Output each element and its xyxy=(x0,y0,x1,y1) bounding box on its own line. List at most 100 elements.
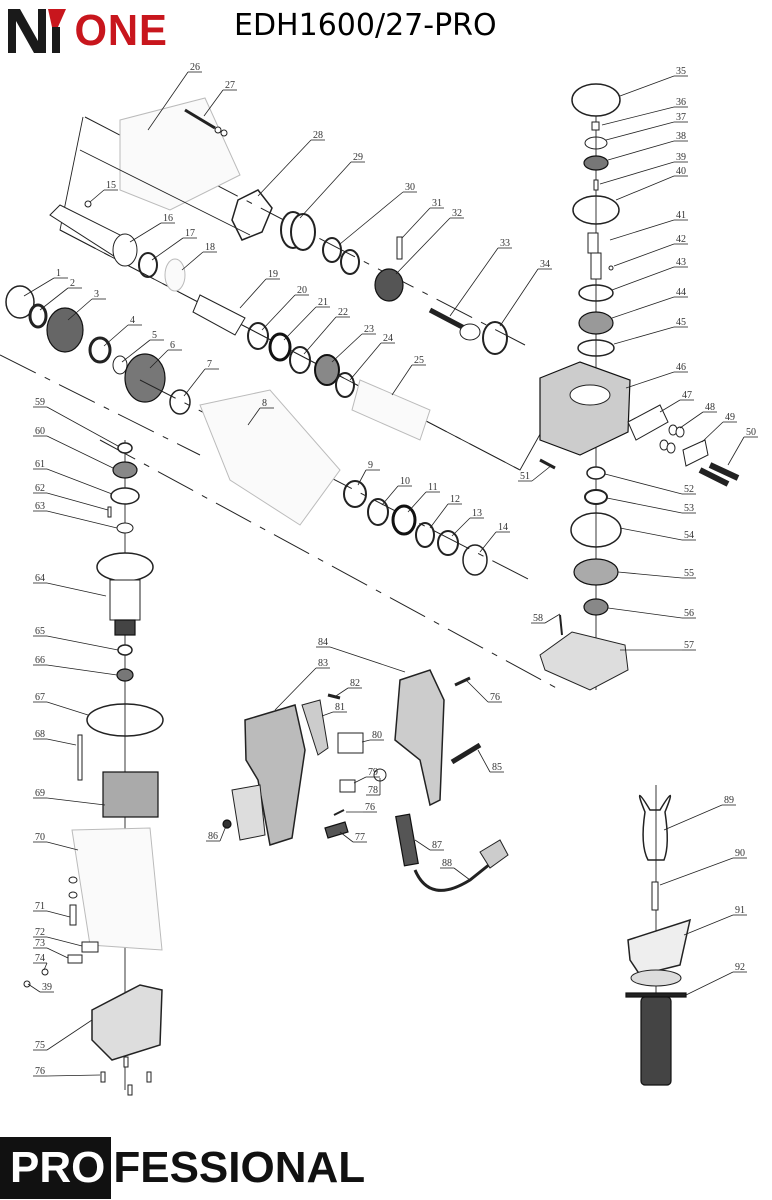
part-label-p57: 57 xyxy=(684,640,694,651)
part-30-o-ring-a xyxy=(322,237,342,263)
part-33-connecting-rod xyxy=(428,307,481,341)
part-label-p13: 13 xyxy=(472,508,482,519)
part-59-washer xyxy=(117,442,133,454)
part-label-p52: 52 xyxy=(684,484,694,495)
part-label-p45: 45 xyxy=(676,317,686,328)
leader-line-p54 xyxy=(619,527,683,541)
leader-line-p50 xyxy=(727,436,745,466)
footer-pro-rest: FESSIONAL xyxy=(113,1143,366,1192)
leader-line-p85 xyxy=(477,749,491,773)
part-label-p43: 43 xyxy=(676,257,686,268)
leader-line-p12 xyxy=(429,503,449,529)
part-75-end-cap xyxy=(91,984,163,1061)
part-label-p77: 77 xyxy=(355,832,365,843)
part-label-p69: 69 xyxy=(35,788,45,799)
part-84-handle-half xyxy=(394,669,445,807)
part-24-ring xyxy=(335,372,355,398)
power-plug xyxy=(479,839,509,869)
leader-line-p30 xyxy=(339,191,404,245)
leader-line-p81 xyxy=(321,711,334,717)
leader-line-p41 xyxy=(609,219,675,241)
part-74-screw xyxy=(41,968,49,976)
leader-line-p1 xyxy=(23,277,55,297)
part-label-p60: 60 xyxy=(35,426,45,437)
part-34-washer xyxy=(482,321,508,355)
leader-line-p40 xyxy=(615,175,675,201)
part-91-holder xyxy=(627,918,692,976)
part-22-o-ring xyxy=(289,346,311,374)
part-label-p65: 65 xyxy=(35,626,45,637)
part-label-p55: 55 xyxy=(684,568,694,579)
leader-line-p20 xyxy=(261,294,296,331)
part-label-p68: 68 xyxy=(35,729,45,740)
leader-line-p35 xyxy=(619,75,675,97)
part-7-ring xyxy=(169,389,191,415)
leader-line-p37 xyxy=(605,121,675,141)
leader-line-p79 xyxy=(353,776,367,784)
part-label-p16: 16 xyxy=(163,213,173,224)
part-label-p32: 32 xyxy=(452,208,462,219)
part-label-p88: 88 xyxy=(442,858,452,869)
part-36-pin xyxy=(591,121,600,131)
part-81-trigger xyxy=(301,699,329,756)
leader-line-p88 xyxy=(453,867,471,881)
part-15-ball xyxy=(84,200,92,208)
part-92-side-grip xyxy=(640,996,672,1086)
part-label-p79: 79 xyxy=(368,767,378,778)
part-65-washer xyxy=(117,644,133,656)
part-2-circlip xyxy=(28,303,48,329)
leader-line-p49 xyxy=(701,421,724,443)
part-49-plate xyxy=(682,439,709,467)
leader-line-p39 xyxy=(599,161,675,185)
part-80-switch xyxy=(337,732,364,754)
part-label-p85: 85 xyxy=(492,762,502,773)
part-14-ring xyxy=(462,544,488,576)
part-label-p7: 7 xyxy=(207,359,212,370)
footer-pro-highlight: PRO xyxy=(0,1137,112,1199)
leader-line-p8 xyxy=(247,407,261,426)
leader-line-p38 xyxy=(607,140,675,161)
part-label-p21: 21 xyxy=(318,297,328,308)
brand-n-mark-icon xyxy=(8,9,66,53)
part-label-p4: 4 xyxy=(130,315,135,326)
part-12-ring xyxy=(415,522,435,548)
leader-line-p45 xyxy=(613,326,675,345)
part-20-ring xyxy=(247,322,269,350)
leader-line-p15 xyxy=(89,189,105,203)
part-72-brush-holder xyxy=(81,941,99,953)
part-label-p20: 20 xyxy=(297,285,307,296)
part-13-ring xyxy=(437,530,459,556)
part-label-p76b: 76 xyxy=(490,692,500,703)
part-37-o-ring xyxy=(584,136,608,150)
part-label-p73: 73 xyxy=(35,938,45,949)
part-18-sleeve xyxy=(164,258,186,292)
part-76-screws xyxy=(100,1056,152,1096)
leader-line-p92 xyxy=(685,971,734,996)
leader-line-p55 xyxy=(617,571,683,579)
leader-line-p17 xyxy=(151,237,184,261)
part-label-p82: 82 xyxy=(350,678,360,689)
part-label-p36: 36 xyxy=(676,97,686,108)
part-62-screw xyxy=(107,506,112,518)
part-17-ring xyxy=(138,252,158,278)
leader-line-p90 xyxy=(659,857,734,886)
part-label-p75: 75 xyxy=(35,1040,45,1051)
part-68-screw xyxy=(77,734,83,781)
part-label-p31: 31 xyxy=(432,198,442,209)
leader-line-p77 xyxy=(339,831,354,843)
leader-line-p5 xyxy=(121,339,151,363)
leader-line-p39b xyxy=(27,983,41,993)
part-70-motor-housing xyxy=(71,827,163,951)
part-39-screw xyxy=(593,179,599,191)
part-85-bolt xyxy=(450,742,482,765)
part-label-p15: 15 xyxy=(106,180,116,191)
leader-line-p72 xyxy=(46,936,83,947)
leader-line-p66 xyxy=(46,664,118,676)
leader-line-p51 xyxy=(531,464,553,482)
part-58-pin xyxy=(559,614,563,636)
part-87-cord-guard xyxy=(395,813,419,867)
part-label-p39: 39 xyxy=(676,152,686,163)
part-73-brush xyxy=(67,954,83,964)
leader-line-p14 xyxy=(479,531,497,553)
part-label-p54: 54 xyxy=(684,530,694,541)
